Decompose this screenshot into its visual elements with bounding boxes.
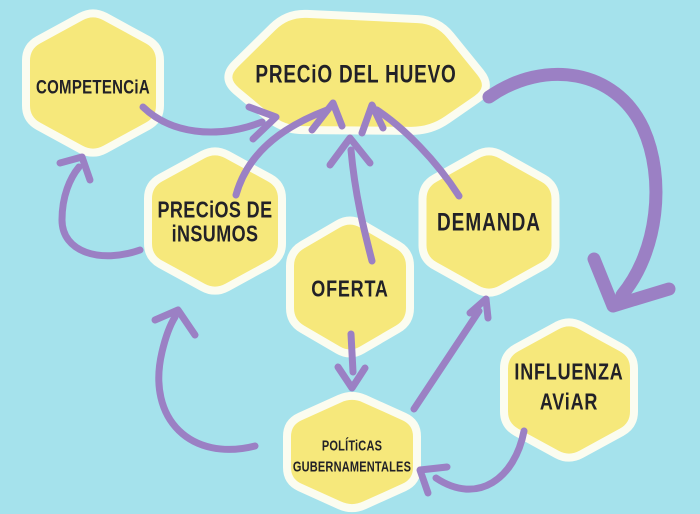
arrowhead-insumos-to-precio [308,99,346,134]
edge-shaft-politicas-to-demanda [410,307,483,413]
edge-insumos-to-precio [232,99,346,199]
node-label-influenza-aviar: AViAR [540,389,598,415]
edge-shaft-influenza-to-politicas [432,427,528,493]
node-shape-competencia [22,9,164,157]
edge-shaft-insumos-to-competencia [58,163,144,260]
arrowhead-demanda-to-precio [358,101,387,137]
node-politicas-gubernamentales [283,391,421,513]
edge-insumos-to-competencia [56,153,144,260]
node-shape-precios-de-insumos [144,147,286,295]
node-label-precio-del-huevo: PRECiO DEL HUEVO [255,60,456,88]
edge-shaft-politicas-to-insumos [155,313,259,453]
edge-shaft-competencia-to-precio [139,103,266,136]
node-label-politicas-gubernamentales: POLÍTiCAS [322,437,382,454]
edge-precio-to-influenza-loop [482,67,676,313]
arrowhead-insumos-to-competencia [56,153,94,184]
nodes-layer [22,9,638,513]
node-label-precios-de-insumos: PRECiOS DE [158,197,273,223]
arrowhead-competencia-to-precio [245,103,280,143]
node-label-precios-de-insumos: iNSUMOS [172,221,259,247]
edge-shaft-demanda-to-precio [373,106,463,200]
node-precios-de-insumos [144,147,286,295]
node-oferta [286,216,414,358]
node-label-oferta: OFERTA [311,276,388,302]
node-competencia [22,9,164,157]
arrowhead-precio-to-influenza-loop [587,252,676,313]
node-influenza-aviar [500,318,638,462]
arrowhead-oferta-to-precio [326,134,374,169]
edge-shaft-oferta-to-precio [347,146,376,265]
node-precio-del-huevo [224,9,490,135]
arrowhead-influenza-to-politicas [416,463,451,497]
edge-influenza-to-politicas [416,427,528,497]
edge-oferta-to-politicas [334,330,369,392]
edge-demanda-to-precio [358,101,463,200]
edge-oferta-to-precio [326,134,376,265]
arrowhead-oferta-to-politicas [334,363,369,392]
node-shape-oferta [286,216,414,358]
edge-politicas-to-insumos [151,306,259,453]
edge-politicas-to-demanda [410,295,492,413]
labels-layer: PRECiO DEL HUEVO COMPETENCiA PRECiOS DEiNS… [36,60,623,475]
node-shape-influenza-aviar [500,318,638,462]
node-label-influenza-aviar: INFLUENZA [514,359,623,385]
node-shape-politicas-gubernamentales [283,391,421,513]
arrowhead-politicas-to-demanda [466,295,492,322]
edge-shaft-insumos-to-precio [232,106,331,199]
node-label-competencia: COMPETENCiA [36,76,150,98]
edge-shaft-precio-to-influenza-loop [482,67,663,302]
arrowhead-politicas-to-insumos [151,306,199,339]
node-label-demanda: DEMANDA [437,208,541,236]
edge-competencia-to-precio [139,103,280,143]
edges-layer [56,67,676,497]
node-shape-precio-del-huevo [224,9,490,135]
node-label-politicas-gubernamentales: GUBERNAMENTALES [293,458,411,475]
edge-shaft-oferta-to-politicas [347,330,357,376]
